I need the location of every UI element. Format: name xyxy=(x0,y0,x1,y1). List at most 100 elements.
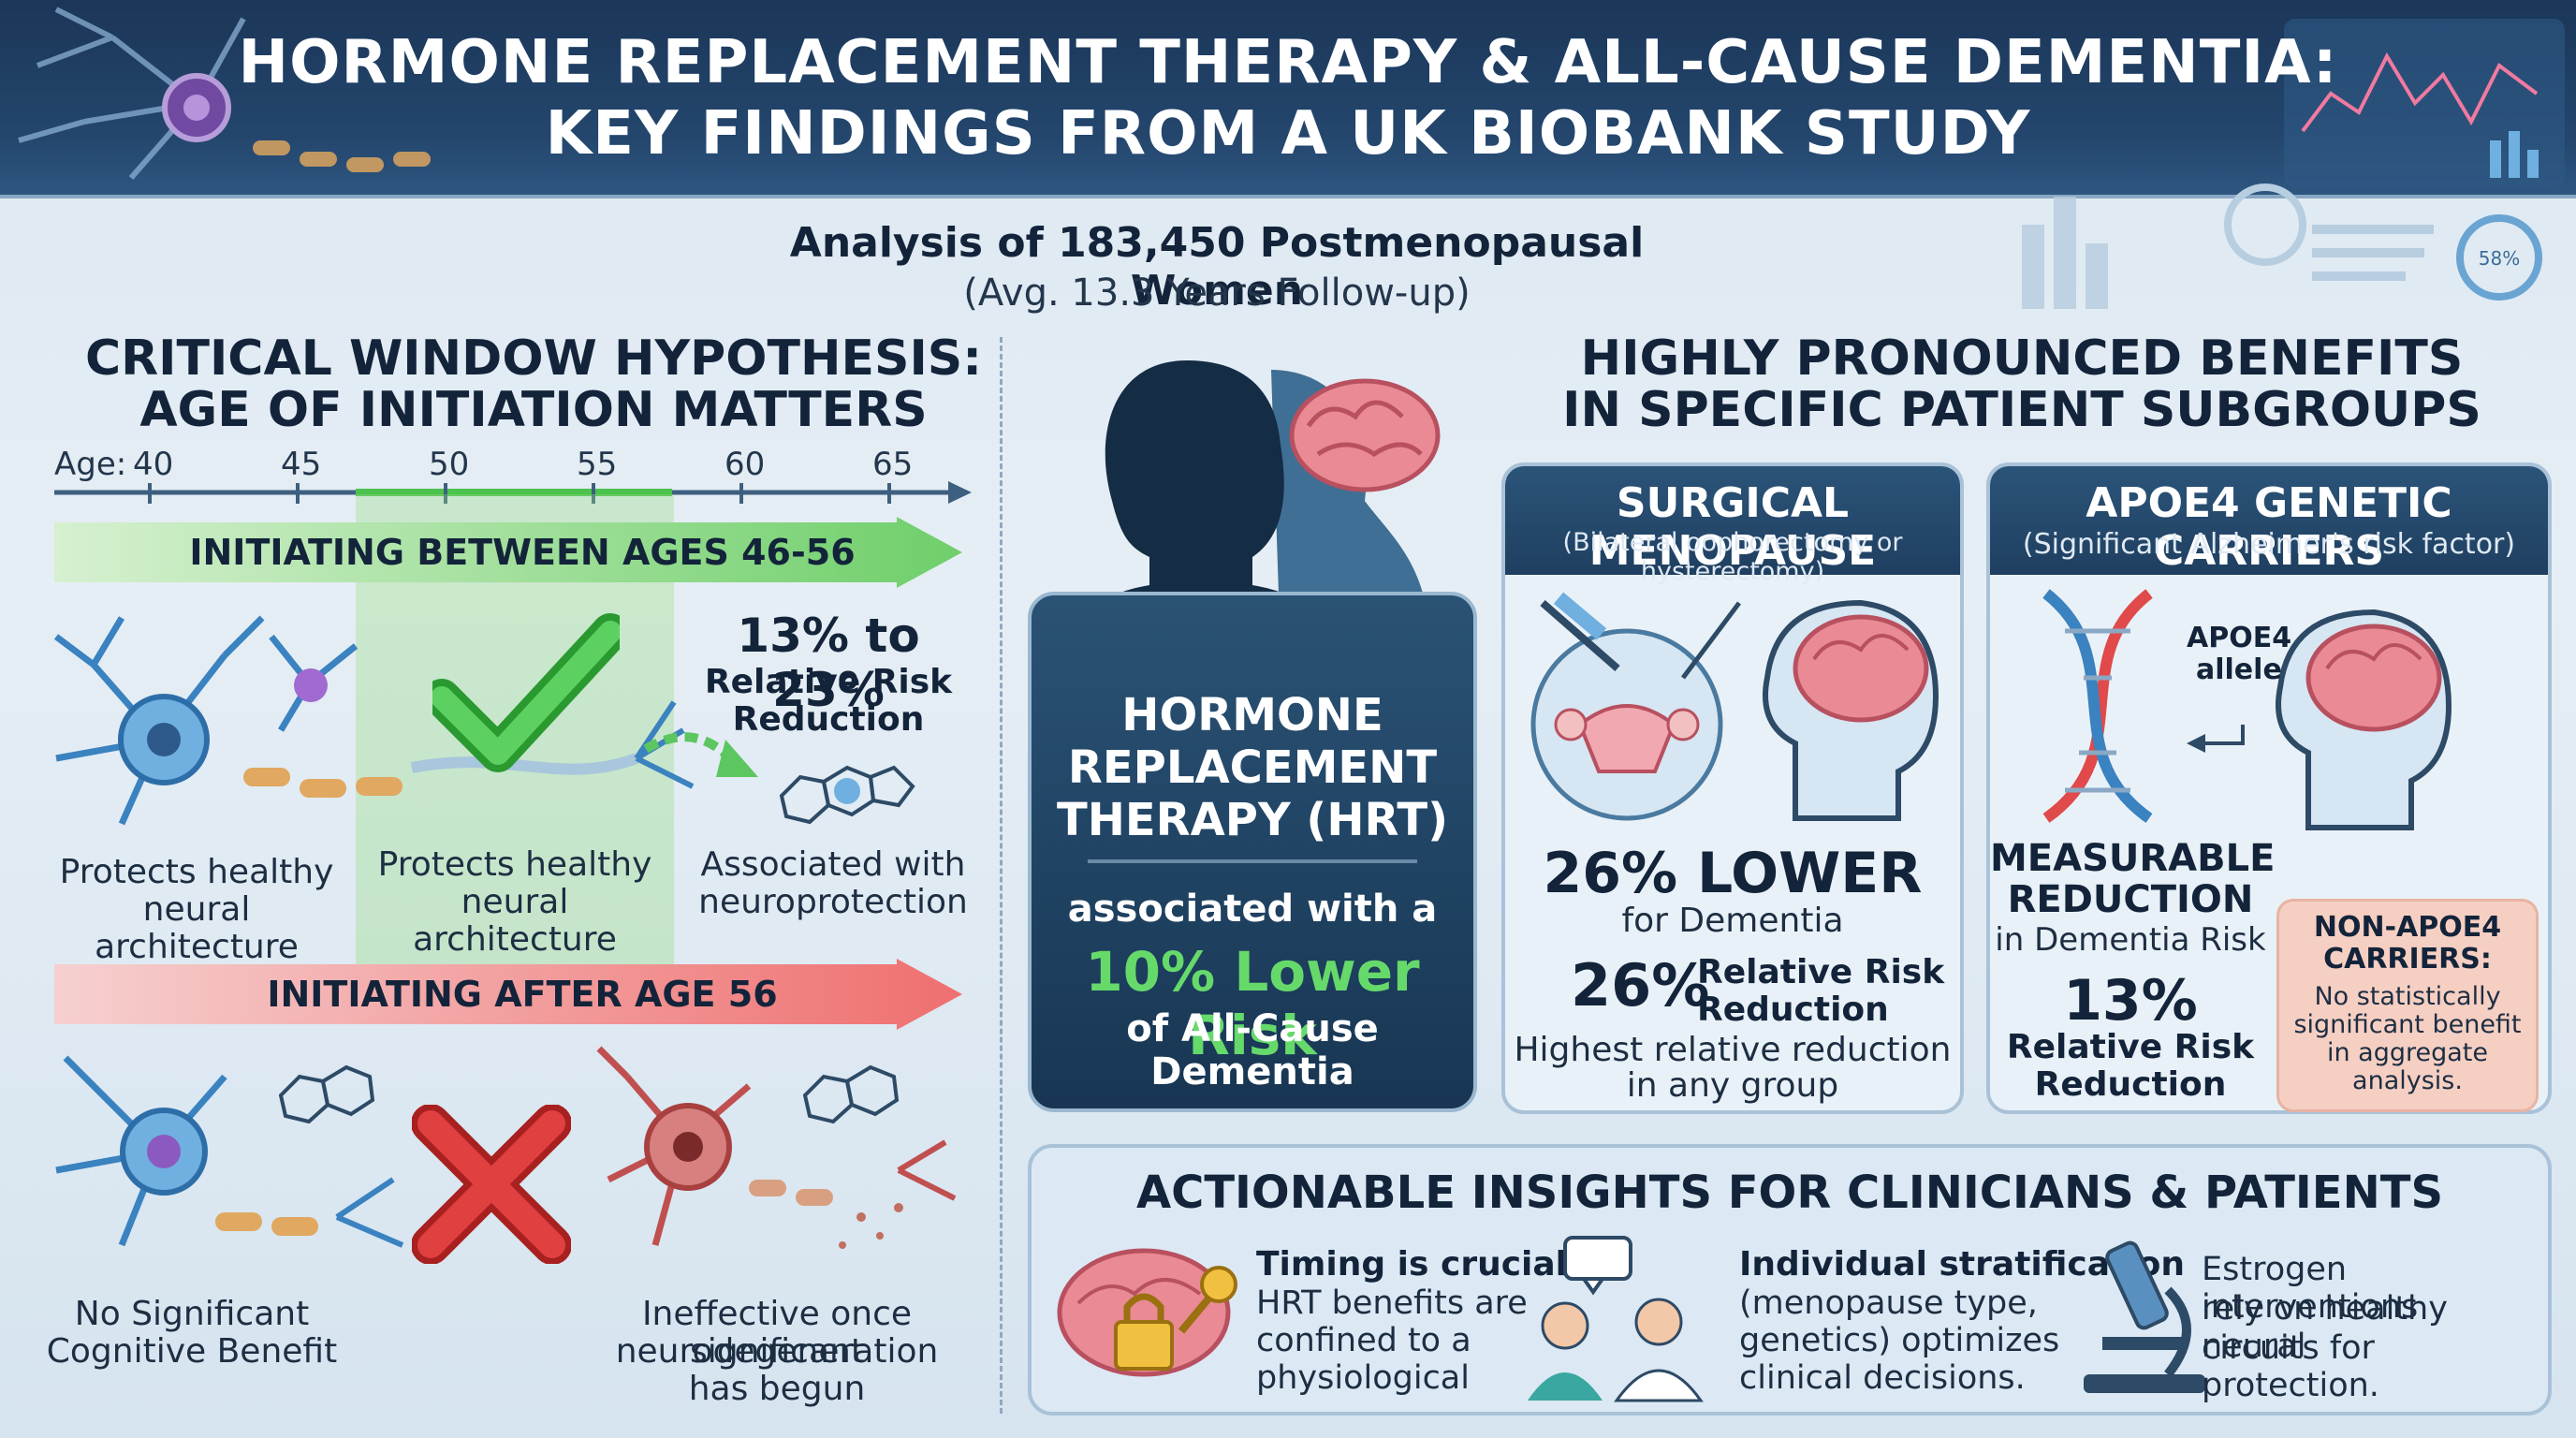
surgical-note-line1: Highest relative reduction xyxy=(1514,1031,1952,1069)
late-caption-2-line3: has begun xyxy=(688,1370,866,1408)
hrt-card: HORMONE REPLACEMENT THERAPY (HRT) associ… xyxy=(1028,592,1477,1112)
insight-2-line3: clinical decisions. xyxy=(1739,1359,2026,1397)
page-title-line1: HORMONE REPLACEMENT THERAPY & ALL-CAUSE … xyxy=(238,28,2338,97)
surgical-title: SURGICAL MENOPAUSE xyxy=(1588,479,1877,575)
late-caption-1-line1: No Significant xyxy=(74,1295,310,1333)
insight-1-bold: Timing is crucial: xyxy=(1256,1245,1581,1284)
insight-1-line2: confined to a xyxy=(1256,1322,1471,1359)
dashboard-chart-icon xyxy=(2284,19,2565,187)
age-tick-40: 40 xyxy=(133,446,174,483)
study-population: Analysis of 183,450 Postmenopausal Women xyxy=(789,219,1645,315)
section-divider xyxy=(1000,337,1003,1414)
surgical-rrr-label-line1: Relative Risk xyxy=(1697,953,1945,991)
late-band-arrow xyxy=(54,959,962,1030)
healthy-neuron-icon xyxy=(53,615,695,826)
apoe4-measurable-line1: MEASURABLE xyxy=(1990,837,2276,880)
apoe4-rrr-value: 13% xyxy=(2063,968,2198,1034)
surgical-stat-label: for Dementia xyxy=(1621,902,1844,940)
insight-3-line1: Estrogen interventions xyxy=(2202,1251,2419,1326)
study-follow-up: (Avg. 13.3 Years Follow-up) xyxy=(963,271,1471,315)
doctor-patient-icon xyxy=(1528,1236,1704,1402)
early-caption-3-line1: Associated with xyxy=(700,845,966,884)
late-band-label: INITIATING AFTER AGE 56 xyxy=(267,974,778,1015)
hrt-divider xyxy=(1088,859,1417,863)
early-stat-value: 13% to 23% xyxy=(737,609,920,717)
late-caption-1-line2: Cognitive Benefit xyxy=(46,1332,338,1371)
surgical-note-line2: in any group xyxy=(1626,1066,1839,1105)
early-caption-2-line2: neural architecture xyxy=(413,883,617,959)
early-caption-3-line2: neuroprotection xyxy=(698,883,968,921)
apoe4-panel-header: APOE4 GENETIC CARRIERS (Significant Alzh… xyxy=(1990,466,2548,575)
insights-heading: ACTIONABLE INSIGHTS FOR CLINICIANS & PAT… xyxy=(1135,1167,2444,1219)
non-apoe4-text-line3: in aggregate xyxy=(2326,1038,2489,1067)
late-caption-2-line1: Ineffective once significant xyxy=(641,1295,913,1371)
brain-lock-icon xyxy=(1057,1248,1237,1377)
dna-brain-icon xyxy=(2042,589,2452,830)
insight-1-line1: HRT benefits are xyxy=(1256,1284,1528,1322)
age-tick-45: 45 xyxy=(281,446,322,483)
non-apoe4-text-line2: significant benefit xyxy=(2293,1010,2522,1039)
early-stat-label-line1: Relative Risk xyxy=(704,663,953,701)
early-stat-label-line2: Reduction xyxy=(732,700,925,739)
surgical-stat: 26% LOWER xyxy=(1543,841,1923,906)
early-caption-1-line1: Protects healthy xyxy=(59,853,334,891)
non-apoe4-text-line4: analysis. xyxy=(2352,1066,2463,1095)
apoe4-panel: APOE4 GENETIC CARRIERS (Significant Alzh… xyxy=(1986,462,2552,1114)
x-mark-icon xyxy=(412,1105,571,1264)
age-tick-60: 60 xyxy=(724,446,766,483)
late-caption-2-line2: neurodegeneration xyxy=(615,1332,939,1371)
subgroups-heading-line2: IN SPECIFIC PATIENT SUBGROUPS xyxy=(1562,382,2481,438)
early-caption-2-line1: Protects healthy xyxy=(377,845,652,884)
surgical-panel-header: SURGICAL MENOPAUSE (Bilateral oophorecto… xyxy=(1505,466,1960,586)
insight-1-line3: physiological xyxy=(1256,1359,1470,1397)
early-band-label: INITIATING BETWEEN AGES 46-56 xyxy=(189,532,856,573)
age-tick-65: 65 xyxy=(872,446,914,483)
surgical-subtitle: (Bilateral oophorectomy or hysterectomy) xyxy=(1562,528,1903,586)
insight-2-line2: genetics) optimizes xyxy=(1739,1322,2060,1359)
non-apoe4-text-line1: No statistically xyxy=(2314,982,2501,1011)
insight-3-line2: rely on healthy neural xyxy=(2202,1290,2448,1365)
hrt-lower-risk: 10% Lower Risk xyxy=(1085,940,1420,1067)
apoe4-allele-line2: allele xyxy=(2196,653,2282,686)
hrt-title-line1: HORMONE xyxy=(1121,689,1383,741)
non-apoe4-title-line1: NON-APOE4 xyxy=(2313,911,2502,944)
insight-2-line1: (menopause type, xyxy=(1739,1284,2038,1322)
critical-window-heading-line1: CRITICAL WINDOW HYPOTHESIS: xyxy=(84,330,983,387)
surgical-rrr-value: 26% xyxy=(1571,951,1710,1020)
surgical-rrr-label-line2: Reduction xyxy=(1697,990,1889,1029)
apoe4-title: APOE4 GENETIC CARRIERS xyxy=(2086,479,2452,575)
apoe4-rrr-label-line1: Relative Risk xyxy=(2006,1028,2255,1066)
apoe4-measurable-line3: in Dementia Risk xyxy=(1995,921,2266,959)
apoe4-subtitle: (Significant Alzheimer's risk factor) xyxy=(2022,528,2516,561)
subgroups-heading-line1: HIGHLY PRONOUNCED BENEFITS xyxy=(1580,330,2464,387)
uterus-brain-icon xyxy=(1530,592,1939,821)
apoe4-rrr-label-line2: Reduction xyxy=(2034,1065,2227,1104)
surgical-menopause-panel: SURGICAL MENOPAUSE (Bilateral oophorecto… xyxy=(1501,462,1964,1114)
microscope-icon xyxy=(2084,1240,2205,1393)
progress-arrow-icon xyxy=(643,732,758,777)
non-apoe4-title-line2: CARRIERS: xyxy=(2323,943,2492,976)
non-apoe4-callout: NON-APOE4 CARRIERS: No statistically sig… xyxy=(2276,899,2539,1112)
hrt-outcome: of All-Cause Dementia xyxy=(1126,1007,1379,1093)
page-title-line2: KEY FINDINGS FROM A UK BIOBANK STUDY xyxy=(545,99,2031,169)
age-tick-55: 55 xyxy=(577,446,618,483)
degenerating-neuron-icon xyxy=(55,1046,957,1249)
insights-panel: ACTIONABLE INSIGHTS FOR CLINICIANS & PAT… xyxy=(1028,1144,2552,1416)
age-prefix: Age: xyxy=(54,446,127,483)
apoe4-allele-line1: APOE4 xyxy=(2187,622,2292,654)
header-banner: HORMONE REPLACEMENT THERAPY & ALL-CAUSE … xyxy=(0,0,2576,198)
apoe4-measurable-line2: REDUCTION xyxy=(2007,878,2254,921)
checkmark-icon xyxy=(432,613,620,772)
early-band-arrow xyxy=(54,517,962,588)
neuron-icon xyxy=(18,7,431,180)
age-axis xyxy=(54,481,972,504)
insight-3-line3: circuits for protection. xyxy=(2202,1329,2379,1404)
early-caption-1-line2: neural architecture xyxy=(95,890,299,966)
analytics-icon: 58% xyxy=(2022,183,2542,309)
hrt-title-line2: REPLACEMENT xyxy=(1067,741,1438,794)
hrt-assoc: associated with a xyxy=(1067,888,1438,931)
gauge-value: 58% xyxy=(2479,247,2520,270)
hrt-title-line3: THERAPY (HRT) xyxy=(1056,794,1449,846)
age-tick-50: 50 xyxy=(429,446,470,483)
estrogen-molecule-icon xyxy=(779,765,915,825)
